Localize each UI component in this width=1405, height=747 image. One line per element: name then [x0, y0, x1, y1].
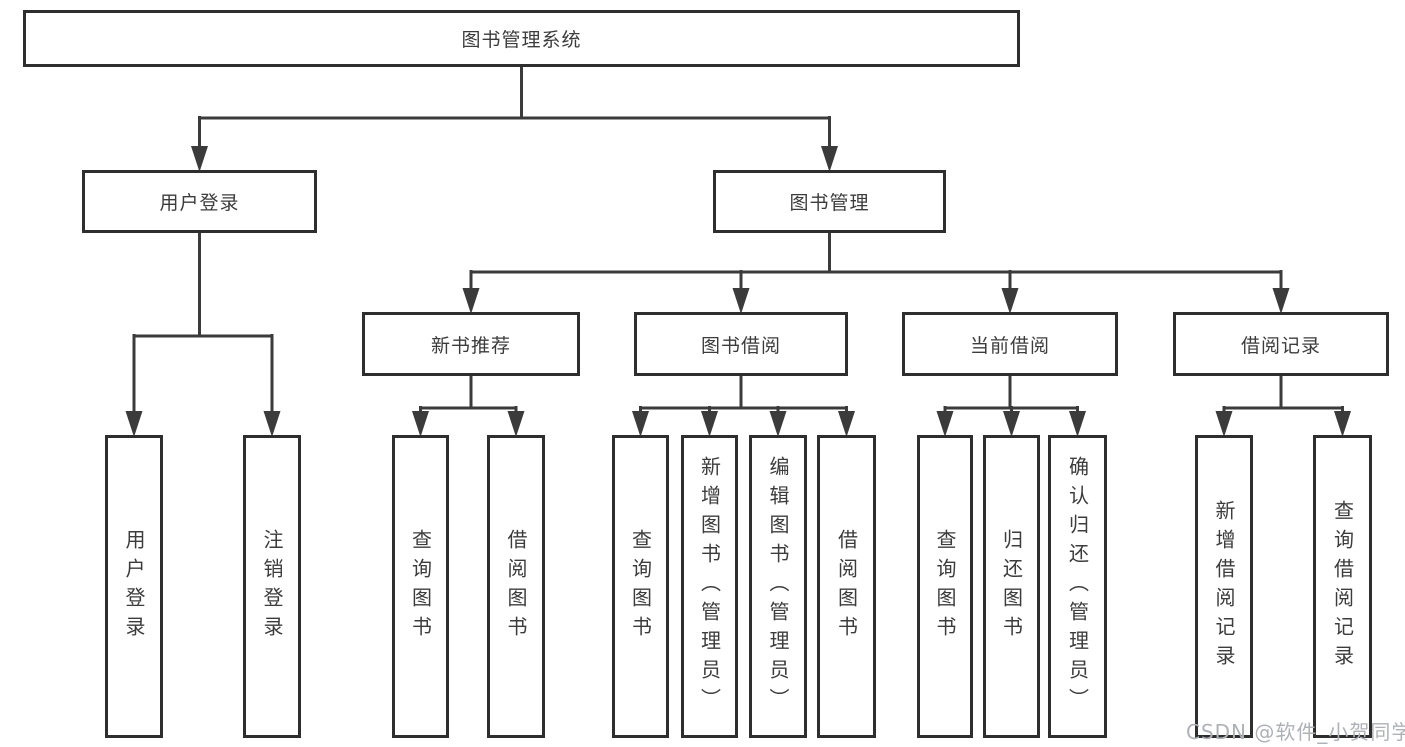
node-label: 确认归还（管理员） [1065, 456, 1090, 717]
node-label: 新增图书（管理员） [697, 456, 722, 717]
node-label: 借阅记录 [1240, 334, 1321, 357]
node-label: 注销登录 [260, 528, 284, 645]
leaf-query-books-borrow: 查询图书 [612, 435, 669, 738]
node-label: 用户登录 [159, 192, 240, 214]
node-label: 编辑图书（管理员） [766, 456, 790, 717]
node-label: 查询图书 [408, 528, 433, 645]
node-label: 归还图书 [999, 528, 1024, 645]
leaf-query-books-recommend: 查询图书 [392, 435, 449, 738]
node-label: 图书借阅 [700, 334, 781, 357]
node-label: 查询借阅记录 [1330, 499, 1355, 674]
leaf-borrow-books-recommend: 借阅图书 [487, 435, 545, 738]
node-label: 借阅图书 [834, 528, 859, 645]
node-label: 当前借阅 [969, 334, 1050, 357]
node-root-library-system: 图书管理系统 [23, 10, 1020, 67]
leaf-user-login: 用户登录 [105, 435, 163, 738]
leaf-query-borrow-record: 查询借阅记录 [1313, 435, 1372, 738]
leaf-logout: 注销登录 [243, 435, 301, 738]
node-label: 查询图书 [628, 528, 653, 645]
node-user-login: 用户登录 [82, 170, 317, 233]
node-book-management: 图书管理 [713, 170, 946, 233]
node-label: 新增借阅记录 [1212, 499, 1236, 674]
node-label: 图书管理系统 [461, 29, 582, 51]
leaf-return-books: 归还图书 [983, 435, 1040, 738]
leaf-add-borrow-record: 新增借阅记录 [1195, 435, 1253, 738]
leaf-edit-books-admin: 编辑图书（管理员） [749, 435, 807, 738]
node-label: 用户登录 [122, 528, 146, 645]
leaf-borrow-books: 借阅图书 [817, 435, 876, 738]
leaf-add-books-admin: 新增图书（管理员） [681, 435, 738, 738]
node-new-book-recommend: 新书推荐 [362, 312, 580, 376]
node-label: 查询图书 [933, 528, 957, 645]
csdn-watermark: CSDN @软件_小贺同学 [1186, 720, 1405, 744]
node-label: 新书推荐 [430, 334, 511, 357]
arrowheads [125, 146, 1351, 437]
leaf-confirm-return-admin: 确认归还（管理员） [1048, 435, 1107, 738]
node-current-borrow: 当前借阅 [902, 312, 1118, 376]
leaf-query-books-current: 查询图书 [917, 435, 973, 738]
node-label: 借阅图书 [504, 528, 528, 645]
node-label: 图书管理 [789, 192, 870, 214]
node-book-borrow: 图书借阅 [634, 312, 848, 376]
node-borrow-records: 借阅记录 [1173, 312, 1389, 376]
